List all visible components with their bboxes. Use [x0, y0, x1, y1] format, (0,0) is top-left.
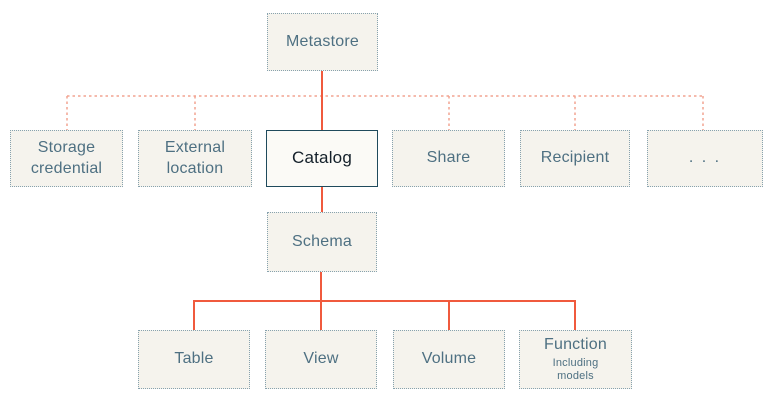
node-function: Function Including models: [519, 330, 632, 389]
node-share: Share: [392, 130, 505, 187]
node-more: . . .: [647, 130, 763, 187]
volume-label: Volume: [421, 350, 477, 368]
storage-credential-label: Storage credential: [30, 138, 103, 177]
function-sublabel: Including models: [552, 356, 599, 383]
node-recipient: Recipient: [520, 130, 630, 187]
node-storage-credential: Storage credential: [10, 130, 123, 187]
node-external-location: External location: [138, 130, 252, 187]
function-label: Function: [544, 335, 607, 353]
external-location-label: External location: [164, 138, 226, 177]
node-table: Table: [138, 330, 250, 389]
node-catalog: Catalog: [266, 130, 378, 187]
share-label: Share: [426, 149, 471, 167]
node-view: View: [265, 330, 377, 389]
view-label: View: [303, 350, 339, 368]
more-label: . . .: [688, 149, 722, 167]
catalog-label: Catalog: [292, 148, 352, 168]
node-schema: Schema: [267, 212, 377, 272]
metastore-label: Metastore: [286, 32, 359, 50]
node-volume: Volume: [393, 330, 505, 389]
recipient-label: Recipient: [540, 149, 610, 167]
node-metastore: Metastore: [267, 13, 378, 71]
schema-label: Schema: [292, 232, 352, 250]
table-label: Table: [174, 350, 214, 368]
